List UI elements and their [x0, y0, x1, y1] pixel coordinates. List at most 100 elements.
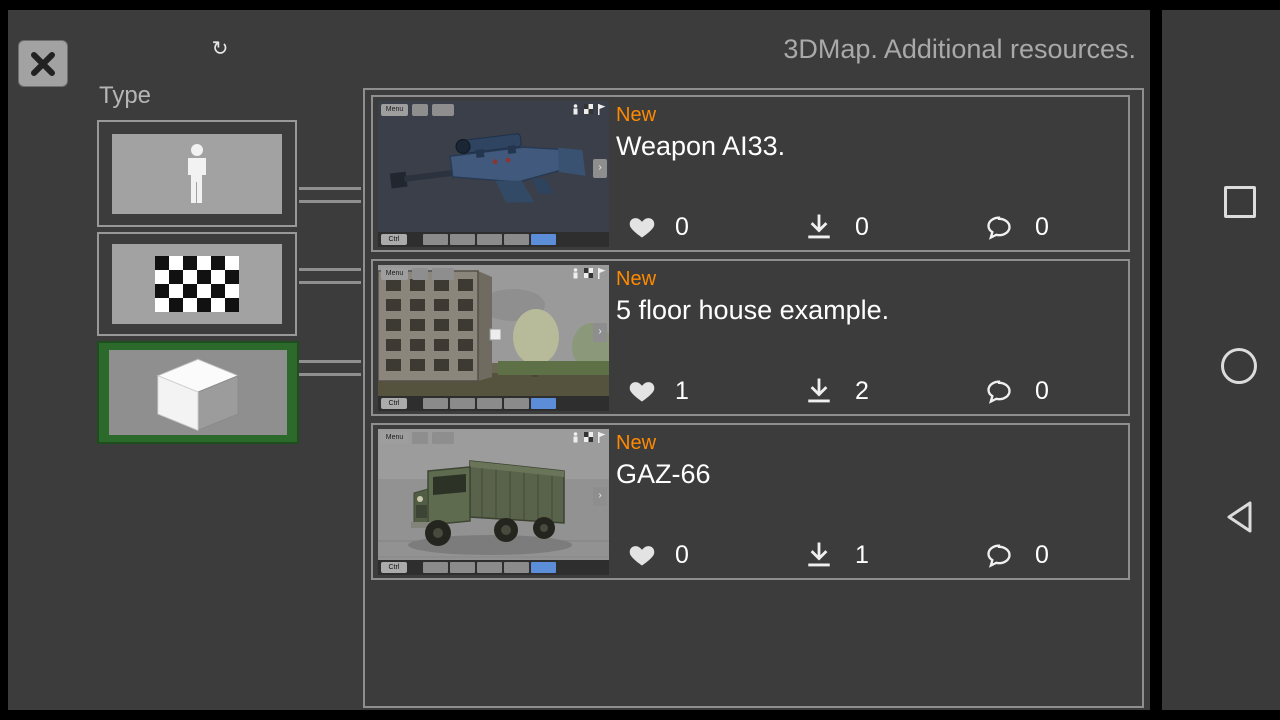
thumb-mode-button-active — [531, 398, 556, 409]
comment-icon[interactable] — [985, 377, 1013, 405]
thumb-menu-button: Menu — [381, 268, 408, 280]
like-count: 0 — [675, 541, 689, 569]
character-thumbnail — [112, 133, 282, 214]
thumb-mode-buttons — [423, 398, 556, 409]
android-recents-button[interactable] — [1224, 186, 1256, 218]
thumb-mode-button-active — [531, 562, 556, 573]
like-icon[interactable] — [628, 541, 656, 569]
thumb-mode-button — [477, 234, 502, 245]
type-option-character[interactable] — [97, 120, 297, 227]
thumb-mode-button — [504, 398, 529, 409]
connector-line — [299, 373, 361, 376]
thumb-mode-icons — [571, 104, 606, 115]
download-count: 0 — [855, 213, 869, 241]
download-icon[interactable] — [805, 377, 833, 405]
person-icon — [188, 143, 206, 203]
new-badge: New — [616, 432, 657, 454]
mini-flag-icon — [598, 268, 606, 279]
thumb-menu-button: Menu — [381, 432, 408, 444]
thumb-tool-button — [432, 104, 454, 116]
android-home-button[interactable] — [1221, 348, 1257, 384]
android-back-button[interactable] — [1224, 499, 1254, 535]
connector-line — [299, 281, 361, 284]
like-icon[interactable] — [628, 377, 656, 405]
download-count: 2 — [855, 377, 869, 405]
thumb-menu-button: Menu — [381, 104, 408, 116]
resource-card-weapon-ai33[interactable]: Menu › Ctrl New Weapon AI33. — [371, 95, 1130, 252]
mini-flag-icon — [598, 104, 606, 115]
type-option-model-selected[interactable] — [97, 341, 299, 444]
mini-person-icon — [573, 432, 578, 443]
thumb-tool-button — [412, 432, 428, 444]
truck-preview-image — [378, 429, 609, 575]
connector-line — [299, 200, 361, 203]
model-thumbnail — [109, 350, 287, 435]
checkerboard-icon — [155, 256, 239, 312]
thumb-bottom-toolbar: Ctrl — [378, 396, 609, 411]
download-icon[interactable] — [805, 213, 833, 241]
thumb-ctrl-button: Ctrl — [381, 562, 407, 573]
comment-icon[interactable] — [985, 541, 1013, 569]
thumb-mode-button — [504, 234, 529, 245]
close-button[interactable] — [18, 40, 68, 87]
thumb-side-arrow: › — [593, 323, 607, 342]
thumb-mode-button-active — [531, 234, 556, 245]
resource-title: 5 floor house example. — [616, 295, 890, 325]
resource-card-house[interactable]: Menu › Ctrl New 5 floor house e — [371, 259, 1130, 416]
download-icon[interactable] — [805, 541, 833, 569]
thumb-mode-button — [450, 234, 475, 245]
thumb-side-arrow: › — [593, 159, 607, 178]
comment-icon[interactable] — [985, 213, 1013, 241]
mini-person-icon — [573, 268, 578, 279]
connector-line — [299, 360, 361, 363]
thumb-mode-button — [423, 398, 448, 409]
connector-line — [299, 268, 361, 271]
thumb-mode-buttons — [423, 562, 556, 573]
thumb-bottom-toolbar: Ctrl — [378, 560, 609, 575]
type-label: Type — [99, 82, 152, 109]
new-badge: New — [616, 268, 657, 290]
thumb-mode-button — [477, 398, 502, 409]
thumb-mode-button — [504, 562, 529, 573]
thumb-mode-buttons — [423, 234, 556, 245]
thumb-tool-button — [432, 432, 454, 444]
type-option-texture[interactable] — [97, 232, 297, 336]
thumb-mode-button — [450, 562, 475, 573]
thumb-side-arrow: › — [593, 487, 607, 506]
refresh-button[interactable]: ↻ — [206, 36, 234, 62]
thumb-tool-button — [412, 104, 428, 116]
resource-thumbnail-house: Menu › Ctrl — [378, 265, 609, 411]
thumb-mode-button — [423, 562, 448, 573]
new-badge: New — [616, 104, 657, 126]
refresh-icon: ↻ — [211, 38, 229, 60]
download-count: 1 — [855, 541, 869, 569]
resource-title: GAZ-66 — [616, 459, 711, 489]
like-icon[interactable] — [628, 213, 656, 241]
thumb-mode-button — [450, 398, 475, 409]
thumb-mode-icons — [571, 432, 606, 443]
like-count: 1 — [675, 377, 689, 405]
close-icon — [31, 51, 55, 76]
weapon-preview-image — [378, 101, 609, 247]
thumb-ctrl-button: Ctrl — [381, 234, 407, 245]
resource-list-panel: Menu › Ctrl New Weapon AI33. — [363, 88, 1144, 708]
mini-person-icon — [573, 104, 578, 115]
resource-title: Weapon AI33. — [616, 131, 786, 161]
mini-checker-icon — [584, 104, 593, 114]
resource-thumbnail-truck: Menu › Ctrl — [378, 429, 609, 575]
thumb-mode-button — [477, 562, 502, 573]
mini-checker-icon — [584, 432, 593, 442]
page-title: 3DMap. Additional resources. — [783, 34, 1136, 64]
comment-count: 0 — [1035, 377, 1049, 405]
thumb-ctrl-button: Ctrl — [381, 398, 407, 409]
thumb-mode-icons — [571, 268, 606, 279]
thumb-tool-button — [412, 268, 428, 280]
cube-icon — [156, 358, 240, 431]
resource-card-gaz66[interactable]: Menu › Ctrl New GAZ-66 — [371, 423, 1130, 580]
mini-flag-icon — [598, 432, 606, 443]
comment-count: 0 — [1035, 213, 1049, 241]
thumb-tool-button — [432, 268, 454, 280]
thumb-mode-button — [423, 234, 448, 245]
like-count: 0 — [675, 213, 689, 241]
